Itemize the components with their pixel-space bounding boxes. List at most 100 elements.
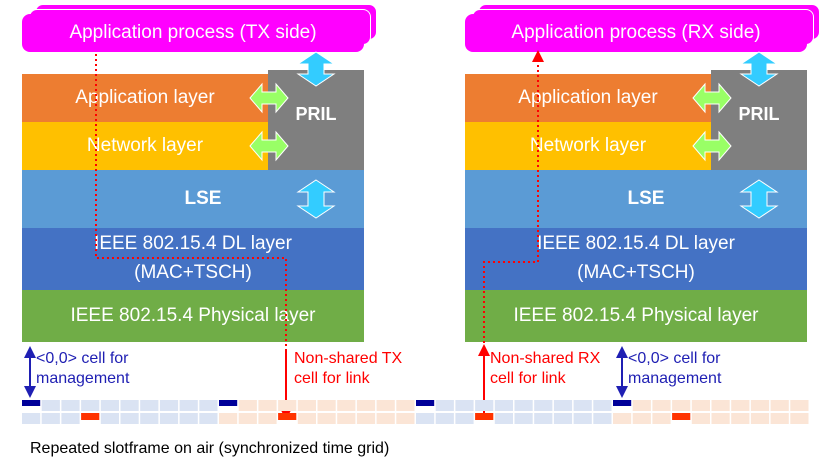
- slot-cell: [593, 400, 612, 411]
- tx-cell-note: Non-shared TX cell for link: [294, 349, 402, 389]
- tx-network-layer-label: Network layer: [86, 134, 204, 156]
- slot-cell: [435, 413, 454, 424]
- slot-cell: [41, 413, 60, 424]
- mgmt-left-note-line1: <0,0> cell for: [36, 350, 129, 367]
- slot-cell: [337, 400, 356, 411]
- rx-application-layer-label: Application layer: [518, 86, 658, 108]
- slot-cell: [652, 400, 671, 411]
- tx-cell-note-line1: Non-shared TX: [294, 350, 403, 367]
- slot-cell: [140, 413, 159, 424]
- slot-cell: [770, 400, 789, 411]
- tx-application-layer-label: Application layer: [75, 86, 215, 108]
- tx-pril-app-process-arrow: [296, 51, 336, 87]
- slot-cell: [593, 413, 612, 424]
- slot-cell: [455, 413, 474, 424]
- slot-cell: [573, 400, 592, 411]
- slot-cell: [258, 413, 277, 424]
- rx-lse-layer: LSE: [465, 170, 807, 228]
- slot-cell: [711, 413, 730, 424]
- slot-cell: [22, 413, 41, 424]
- slot-cell: [337, 413, 356, 424]
- mgmt-cell: [416, 400, 435, 406]
- slot-cell: [179, 400, 198, 411]
- slot-cell: [770, 413, 789, 424]
- slot-cell: [691, 413, 710, 424]
- slot-cell: [219, 413, 238, 424]
- rx-physical-layer-label: IEEE 802.15.4 Physical layer: [513, 304, 759, 326]
- slot-cell: [120, 413, 139, 424]
- tx-lse-layer: LSE: [22, 170, 364, 228]
- slot-cell: [199, 400, 218, 411]
- mgmt-right-note-line1: <0,0> cell for: [628, 350, 721, 367]
- rx-pril-label: PRIL: [738, 104, 780, 124]
- slot-cell: [455, 400, 474, 411]
- tx-dl-layer-label-1: IEEE 802.15.4 DL layer: [94, 233, 292, 255]
- slot-cell: [416, 413, 435, 424]
- tx-link-cell: [278, 413, 297, 420]
- slot-cell: [613, 413, 632, 424]
- mgmt-left-note-line2: management: [36, 370, 130, 387]
- tx-app-process: Application process (TX side): [22, 14, 364, 52]
- tx-application-layer: Application layer: [22, 74, 288, 122]
- rx-pril-network-layer-arrow: [692, 130, 732, 162]
- slot-cell: [61, 400, 80, 411]
- slot-cell: [573, 413, 592, 424]
- slot-cell: [790, 400, 809, 411]
- rx-dl-layer-label-2: (MAC+TSCH): [577, 262, 695, 283]
- slot-cell: [731, 413, 750, 424]
- slot-cell: [100, 400, 119, 411]
- mgmt-right-note-line2: management: [628, 370, 722, 387]
- mgmt-right-note: <0,0> cell for management: [628, 349, 721, 389]
- slot-cell: [317, 400, 336, 411]
- slot-cell: [672, 400, 691, 411]
- slot-cell: [475, 400, 494, 411]
- slot-cell: [317, 413, 336, 424]
- rx-lse-label: LSE: [627, 187, 665, 209]
- mgmt-cell: [613, 400, 632, 406]
- slot-cell: [376, 413, 395, 424]
- slot-cell: [711, 400, 730, 411]
- slot-cell: [396, 400, 415, 411]
- slot-cell: [750, 413, 770, 424]
- slotframe-caption: Repeated slotframe on air (synchronized …: [30, 440, 390, 457]
- rx-link-cell: [475, 413, 494, 420]
- rx-cell-note-line2: cell for link: [490, 370, 566, 387]
- slot-cell: [553, 413, 573, 424]
- slot-cell: [435, 400, 454, 411]
- mgmt-left-note: <0,0> cell for management: [36, 349, 129, 389]
- slot-cell: [376, 400, 395, 411]
- rx-dl-layer-label-1: IEEE 802.15.4 DL layer: [537, 233, 735, 255]
- link-cell: [81, 413, 100, 420]
- slot-cell: [81, 400, 100, 411]
- slot-cell: [140, 400, 159, 411]
- mgmt-cell: [22, 400, 41, 406]
- rx-physical-layer: IEEE 802.15.4 Physical layer: [465, 290, 807, 342]
- slot-cell: [790, 413, 809, 424]
- slot-cell: [159, 400, 179, 411]
- tx-network-layer: Network layer: [22, 122, 288, 170]
- slot-cell: [356, 400, 376, 411]
- slot-cell: [356, 413, 376, 424]
- slot-cell: [258, 400, 277, 411]
- mgmt-cell: [219, 400, 238, 406]
- tx-pril-label: PRIL: [295, 104, 337, 124]
- tx-physical-layer-label: IEEE 802.15.4 Physical layer: [70, 304, 316, 326]
- link-cell: [672, 413, 691, 420]
- tx-data-path-arrow: [95, 54, 292, 420]
- slot-cell: [652, 413, 671, 424]
- slotframe-grid: [22, 400, 809, 424]
- rx-cell-note-line1: Non-shared RX: [490, 350, 601, 367]
- tx-pril-network-layer-arrow: [249, 130, 289, 162]
- rx-dl-layer: IEEE 802.15.4 DL layer (MAC+TSCH): [465, 228, 807, 290]
- slot-cell: [534, 413, 553, 424]
- slot-cell: [494, 400, 513, 411]
- slot-cell: [750, 400, 770, 411]
- slot-cell: [396, 413, 415, 424]
- rx-app-process-label: Application process (RX side): [511, 22, 761, 43]
- rx-pril-lse-arrow: [739, 179, 779, 219]
- tx-app-process-label: Application process (TX side): [69, 22, 317, 43]
- slot-cell: [199, 413, 218, 424]
- tx-pril-lse-arrow: [296, 179, 336, 219]
- tx-lse-label: LSE: [184, 187, 222, 209]
